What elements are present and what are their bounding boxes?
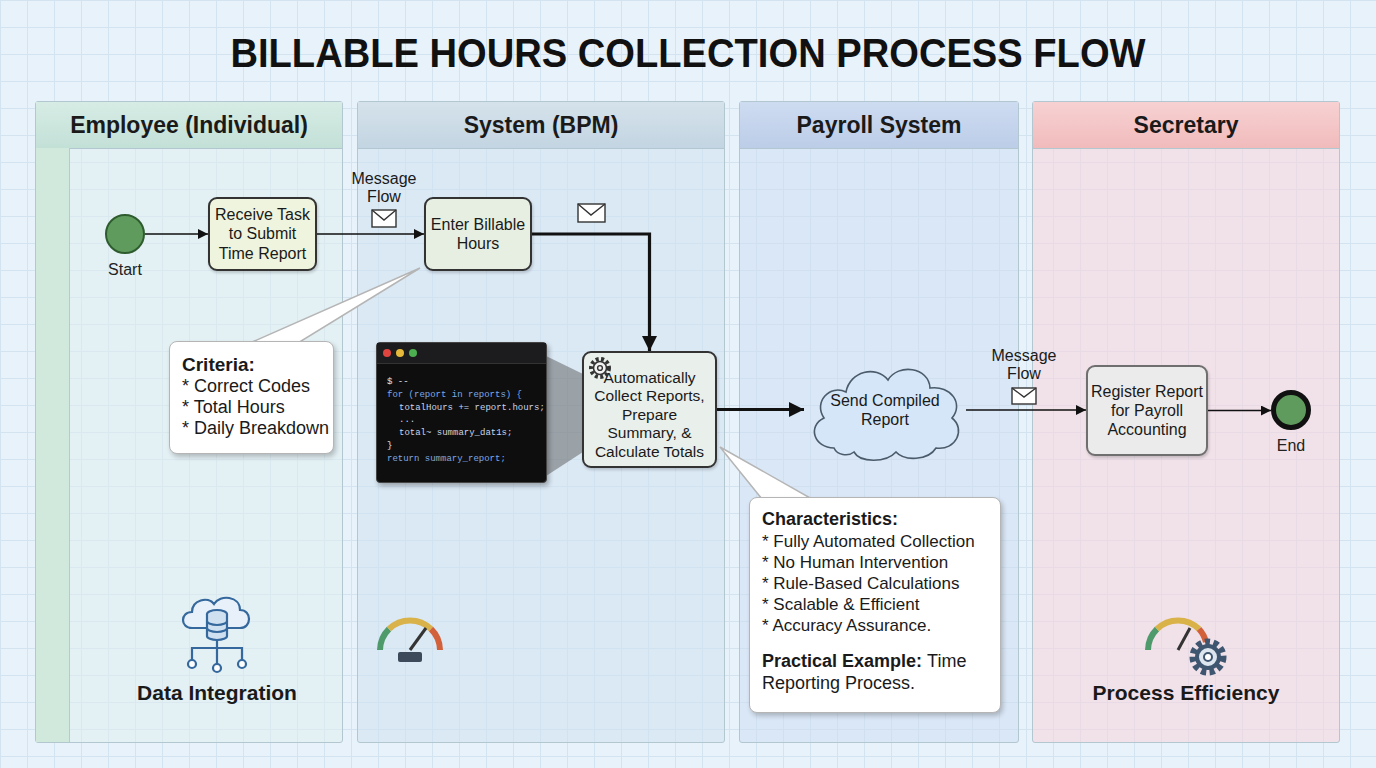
window-dot (396, 349, 404, 357)
process-box: Receive Task to Submit Time Report (208, 197, 317, 271)
callout-item: * Rule-Based Calculations (762, 573, 988, 594)
callout-item: * Accuracy Assurance. (762, 615, 988, 636)
callout-heading: Characteristics: (762, 508, 988, 531)
code-line: total~ summary_dat1s; (377, 427, 546, 440)
lane-stripe (36, 148, 70, 742)
lane-header: Secretary (1033, 102, 1339, 149)
box-label: Automatically Collect Reports, Prepare S… (586, 369, 713, 462)
lane-header: Payroll System (740, 102, 1018, 149)
end-event (1274, 393, 1309, 428)
callout-item: * Correct Codes (182, 376, 321, 397)
code-line: ... (377, 414, 546, 427)
flow-label: Message Flow (989, 347, 1059, 383)
code-line: } (377, 440, 546, 453)
box-label: Enter Billable Hours (428, 215, 528, 253)
box-label: Register Report for Payroll Accounting (1090, 382, 1204, 440)
callout-heading: Criteria: (182, 353, 321, 376)
window-bar (377, 343, 546, 364)
diagram-title: BILLABLE HOURS COLLECTION PROCESS FLOW (48, 28, 1328, 78)
cloud-shape: Send Compiled Report (804, 356, 966, 464)
lane-title: System (BPM) (464, 112, 619, 139)
callout-item: * No Human Intervention (762, 552, 988, 573)
lane-title: Payroll System (797, 112, 962, 139)
circle-outline (1271, 390, 1311, 430)
callout-box: Characteristics:* Fully Automated Collec… (749, 497, 1001, 713)
start-event (106, 215, 144, 253)
swimlane: Payroll SystemSend Compiled ReportCharac… (739, 101, 1019, 743)
process-box: Enter Billable Hours (424, 197, 532, 271)
code-line: for (report in reports) { (377, 389, 546, 402)
swimlane: Employee (Individual) Start Receive Task t… (35, 101, 343, 743)
lane-header: Employee (Individual) (36, 102, 342, 149)
event-circle: End (1271, 390, 1311, 430)
icon-caption: Process Efficiency (1076, 681, 1296, 705)
callout-paragraph: Practical Example:Time Reporting Process… (762, 650, 988, 694)
cloud-path (814, 369, 958, 460)
window-dot (409, 349, 417, 357)
event-circle: Start (105, 214, 145, 254)
cloud-outline (804, 356, 966, 464)
cloud-label: Send Compiled Report (826, 391, 944, 429)
lane-header: System (BPM) (358, 102, 724, 149)
lane-title: Secretary (1134, 112, 1239, 139)
cloud-text-wrap: Send Compiled Report (826, 356, 944, 464)
icon-caption: Data Integration (107, 681, 327, 705)
code-line: $ -- (377, 376, 546, 389)
callout-item: * Scalable & Efficient (762, 594, 988, 615)
callout-item: * Daily Breakdown (182, 418, 321, 439)
event-label: End (1277, 437, 1305, 455)
code-line: return summary_report; (377, 453, 546, 466)
flow-label: Message Flow (349, 170, 419, 206)
callout-heading: Practical Example: (762, 651, 922, 671)
box-label: Receive Task to Submit Time Report (212, 205, 313, 263)
callout-item: * Fully Automated Collection (762, 531, 988, 552)
callout-item: * Total Hours (182, 397, 321, 418)
event-label: Start (108, 261, 142, 279)
process-box: Register Report for Payroll Accounting (1086, 365, 1208, 456)
circle-outline (105, 214, 145, 254)
lane-title: Employee (Individual) (70, 112, 308, 139)
callout-box: Criteria:* Correct Codes* Total Hours* D… (169, 341, 334, 454)
code-line: totalHours += report.hours; (377, 402, 546, 415)
swimlane: SecretaryRegister Report for Payroll Acc… (1032, 101, 1340, 743)
process-box: Automatically Collect Reports, Prepare S… (582, 351, 717, 468)
code-body: $ --for (report in reports) {totalHours … (377, 376, 546, 466)
window-dot (383, 349, 391, 357)
code-window: $ --for (report in reports) {totalHours … (376, 342, 547, 483)
swimlane: System (BPM) Enter Billable Hours $ --for … (357, 101, 725, 743)
